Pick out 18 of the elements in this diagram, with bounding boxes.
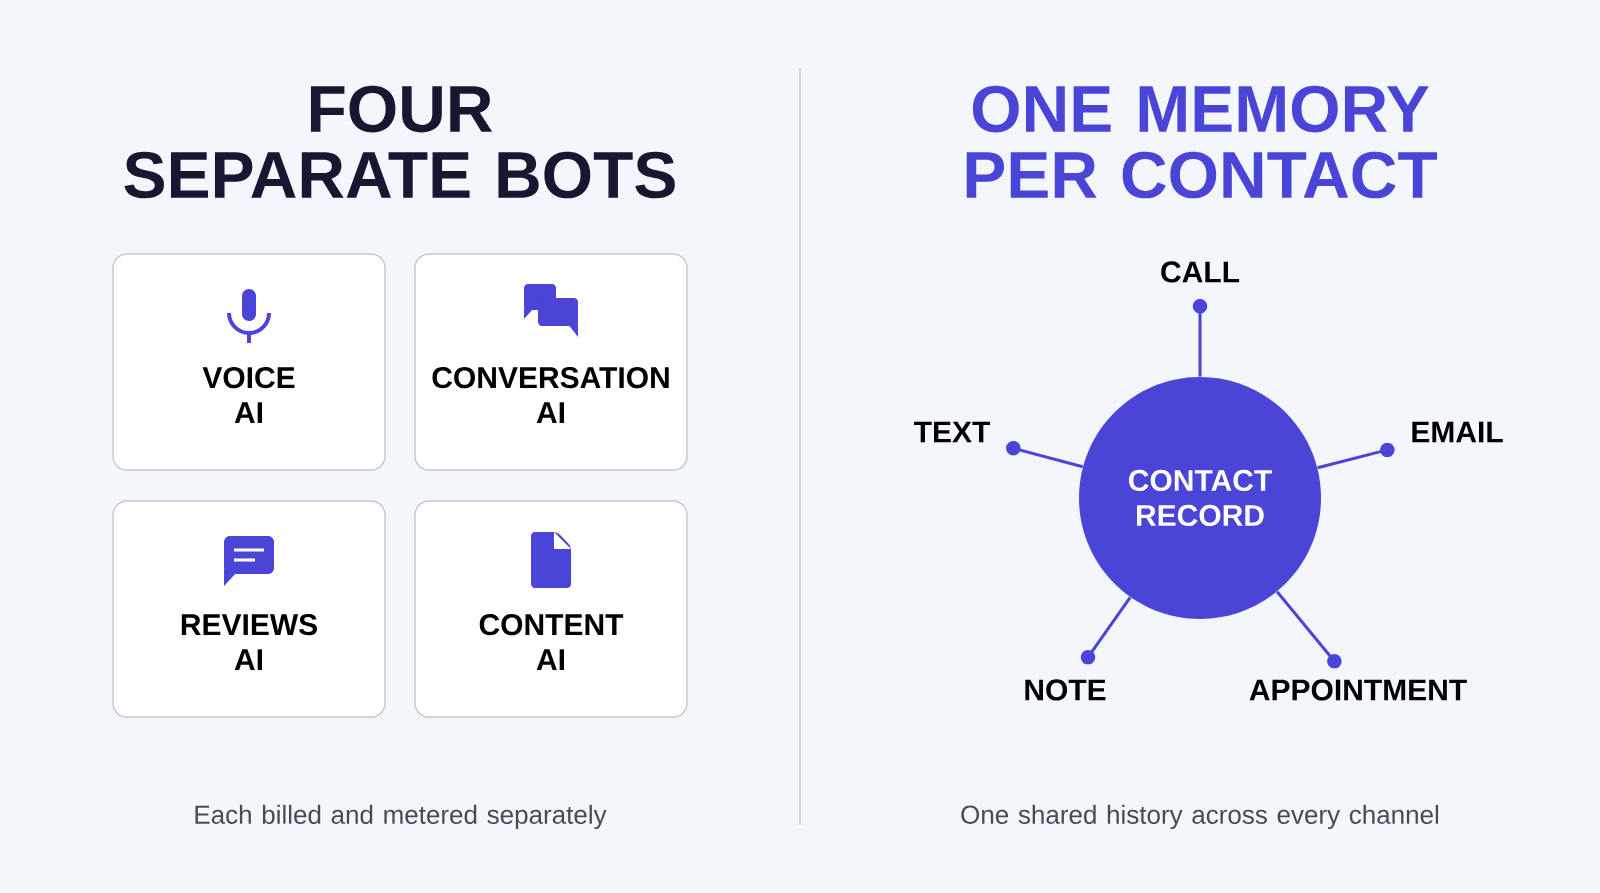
panel-title: FOUR SEPARATE BOTS <box>124 85 675 199</box>
spoke-line <box>1317 442 1395 470</box>
spoke-line <box>1080 596 1132 665</box>
channel-label: APPOINTMENT <box>1249 679 1467 701</box>
spoke-line <box>1276 590 1342 669</box>
spoke-line <box>1192 299 1208 377</box>
spoke-line <box>1006 441 1084 469</box>
bot-card: CONTENT AI <box>414 500 688 718</box>
channel-label: EMAIL <box>1412 421 1503 443</box>
bot-card: VOICE AI <box>112 253 386 471</box>
panel-title: ONE MEMORY PER CONTACT <box>966 85 1438 199</box>
channel-label: CALL <box>1161 261 1240 283</box>
bot-card: CONVERSATION AI <box>414 253 688 471</box>
channel-label: NOTE <box>1025 679 1106 701</box>
caption: One shared history across every channel <box>961 804 1439 830</box>
caption: Each billed and metered separately <box>195 804 607 830</box>
channel-label: TEXT <box>914 421 991 443</box>
bot-card: REVIEWS AI <box>112 500 386 718</box>
